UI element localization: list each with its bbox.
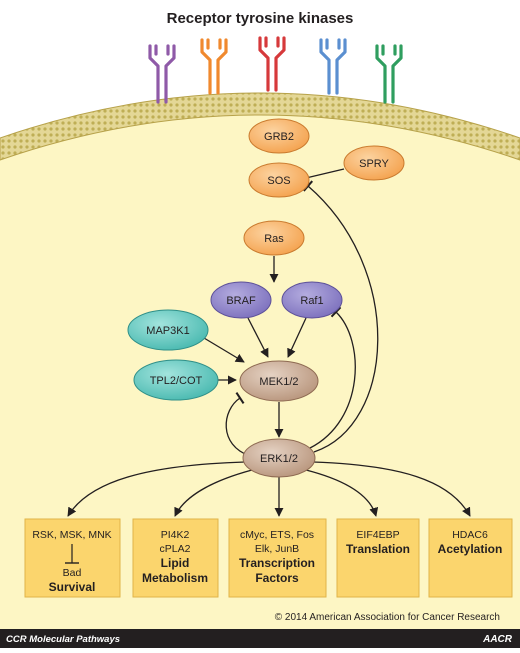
node-label-erk: ERK1/2 (260, 453, 298, 465)
map3k1-to-mek-arrow (203, 337, 245, 363)
node-label-sos: SOS (267, 175, 290, 187)
node-label-raf1: Raf1 (300, 295, 323, 307)
node-label-grb2: GRB2 (264, 131, 294, 143)
erk-inhibits-mek (225, 392, 251, 457)
node-erk: ERK1/2 (242, 438, 316, 478)
box-survival: RSK, MSK, MNK Bad Survival (24, 518, 121, 598)
transcription-line2: Elk, JunB (255, 543, 299, 555)
node-label-spry: SPRY (359, 158, 389, 170)
lipid-title1: Lipid (161, 556, 190, 570)
receptor-1 (148, 44, 176, 104)
node-label-map3k1: MAP3K1 (146, 325, 189, 337)
survival-bad: Bad (63, 567, 82, 579)
node-braf: BRAF (210, 281, 272, 319)
lipid-line2: cPLA2 (160, 543, 191, 555)
footer-journal-name: CCR Molecular Pathways (6, 634, 120, 645)
node-label-ras: Ras (264, 233, 284, 245)
node-mek: MEK1/2 (239, 360, 319, 402)
receptor-3 (258, 36, 286, 92)
footer-bar (0, 629, 520, 648)
survival-title: Survival (49, 580, 96, 594)
erk-inhibits-raf1 (309, 306, 356, 449)
receptor-4 (319, 38, 347, 95)
erk-to-translation-arrow (305, 469, 379, 517)
box-transcription-factors: cMyc, ETS, Fos Elk, JunB Transcription F… (228, 518, 327, 598)
cell-membrane (0, 92, 520, 161)
translation-line1: EIF4EBP (356, 529, 399, 541)
raf1-to-mek-arrow (287, 317, 307, 358)
erk-to-acetylation-arrow (312, 461, 471, 517)
erk-to-lipid-arrow (174, 469, 253, 517)
acetylation-line1: HDAC6 (452, 529, 488, 541)
node-spry: SPRY (343, 145, 405, 181)
erk-to-survival-arrow (67, 461, 246, 517)
node-grb2: GRB2 (248, 118, 310, 154)
node-raf1: Raf1 (281, 281, 343, 319)
node-tpl2: TPL2/COT (133, 359, 219, 401)
node-label-mek: MEK1/2 (259, 376, 298, 388)
box-lipid-metabolism: PI4K2 cPLA2 Lipid Metabolism (132, 518, 219, 598)
erk-inhibits-sos (302, 180, 379, 453)
translation-title: Translation (346, 542, 410, 556)
diagram-title: Receptor tyrosine kinases (167, 10, 354, 27)
box-translation: EIF4EBP Translation (336, 518, 420, 598)
copyright-text: © 2014 American Association for Cancer R… (275, 612, 500, 623)
transcription-title2: Factors (255, 571, 299, 585)
receptor-5 (375, 44, 403, 104)
receptor-2 (200, 38, 228, 95)
connectors (67, 168, 471, 517)
transcription-title1: Transcription (239, 556, 315, 570)
footer-aacr-logo: AACR (482, 634, 513, 645)
extracellular-space (0, 0, 520, 138)
acetylation-title: Acetylation (438, 542, 503, 556)
spry-inhibits-sos (303, 168, 345, 185)
lipid-title2: Metabolism (142, 571, 208, 585)
receptor-group (148, 36, 403, 104)
node-label-tpl2: TPL2/COT (150, 375, 203, 387)
lipid-line1: PI4K2 (161, 529, 190, 541)
survival-targets: RSK, MSK, MNK (32, 529, 111, 541)
node-map3k1: MAP3K1 (127, 309, 209, 351)
transcription-line1: cMyc, ETS, Fos (240, 529, 314, 541)
node-ras: Ras (243, 220, 305, 256)
box-acetylation: HDAC6 Acetylation (428, 518, 513, 598)
node-sos: SOS (248, 162, 310, 198)
braf-to-mek-arrow (247, 317, 269, 358)
node-label-braf: BRAF (226, 295, 256, 307)
